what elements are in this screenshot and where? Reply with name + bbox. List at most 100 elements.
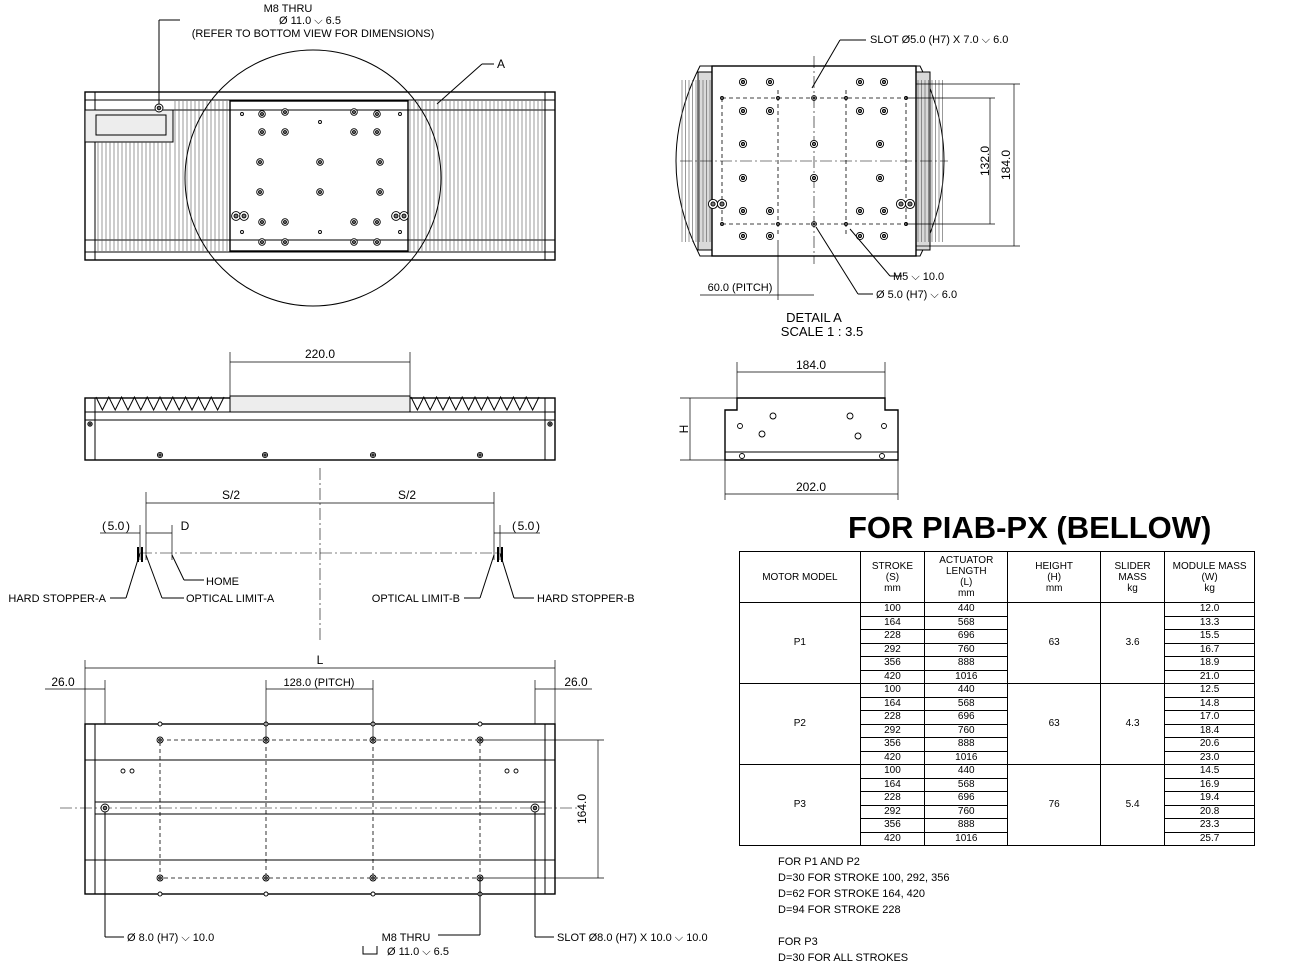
stroke-cell: 228 <box>859 629 926 644</box>
detail-a-marker: A <box>497 57 505 71</box>
module-mass-cell: 15.5 <box>1164 629 1255 644</box>
detail-a-dimensions: 132.0 184.0 SLOT Ø5.0 (H7) X 7.0 ⌵ 6.0 M… <box>700 34 1020 339</box>
module-mass-cell: 18.4 <box>1164 723 1255 738</box>
dim-164: 164.0 <box>575 794 589 824</box>
slider-mass-cell: 3.6 <box>1099 602 1166 684</box>
refer-bottom-label: (REFER TO BOTTOM VIEW FOR DIMENSIONS) <box>192 28 435 40</box>
module-mass-cell: 23.3 <box>1164 818 1255 833</box>
length-cell: 760 <box>924 642 1009 657</box>
s-half-left: S/2 <box>222 488 240 502</box>
optical-limit-a: OPTICAL LIMIT-A <box>186 593 275 605</box>
bottom-view-dimensions: L 26.0 26.0 128.0 (PITCH) 164.0 Ø 8.0 (H… <box>45 653 708 958</box>
m8-thru-label: M8 THRU <box>264 3 313 15</box>
detail-a-view <box>675 56 948 264</box>
module-mass-cell: 12.0 <box>1164 602 1255 617</box>
length-cell: 760 <box>924 804 1009 819</box>
table-header: MOTOR MODEL <box>739 551 861 603</box>
dim-184-vertical: 184.0 <box>999 150 1013 180</box>
dim-132: 132.0 <box>978 146 992 176</box>
module-mass-cell: 14.8 <box>1164 696 1255 711</box>
dim-5-right: 5.0 <box>518 519 535 533</box>
height-cell: 63 <box>1007 683 1101 765</box>
note-line: D=94 FOR STROKE 228 <box>778 904 901 916</box>
motor-model-cell: P3 <box>739 764 861 846</box>
stroke-cell: 356 <box>859 737 926 752</box>
detail-a-label: DETAIL A <box>786 310 842 325</box>
note-line: D=30 FOR STROKE 100, 292, 356 <box>778 872 950 884</box>
length-cell: 696 <box>924 629 1009 644</box>
stroke-cell: 356 <box>859 656 926 671</box>
note-line: FOR P3 <box>778 936 818 948</box>
svg-text:): ) <box>536 519 540 533</box>
dim-220: 220.0 <box>305 347 335 361</box>
dim-26-left: 26.0 <box>51 675 75 689</box>
module-mass-cell: 21.0 <box>1164 669 1255 684</box>
stroke-cell: 420 <box>859 669 926 684</box>
home-label: HOME <box>206 576 239 588</box>
bottom-pin-callout: Ø 8.0 (H7) ⌵ 10.0 <box>127 932 214 944</box>
length-cell: 888 <box>924 737 1009 752</box>
length-cell: 696 <box>924 710 1009 725</box>
module-mass-cell: 18.9 <box>1164 656 1255 671</box>
stroke-cell: 164 <box>859 615 926 630</box>
length-cell: 760 <box>924 723 1009 738</box>
length-cell: 888 <box>924 818 1009 833</box>
stroke-cell: 292 <box>859 804 926 819</box>
svg-text:(: ( <box>102 519 106 533</box>
end-dim-202: 202.0 <box>796 480 826 494</box>
pin-callout: Ø 5.0 (H7) ⌵ 6.0 <box>876 289 957 301</box>
svg-text:(: ( <box>512 519 516 533</box>
stroke-cell: 100 <box>859 683 926 698</box>
slider-holes <box>231 108 409 246</box>
stroke-diagram: S/2 S/2 5.0 ( ) D 5.0 ( ) HARD STOPPER-A… <box>8 468 635 640</box>
stroke-cell: 228 <box>859 791 926 806</box>
module-mass-cell: 20.6 <box>1164 737 1255 752</box>
slider-mass-cell: 5.4 <box>1099 764 1166 846</box>
module-mass-cell: 13.3 <box>1164 615 1255 630</box>
length-cell: 568 <box>924 696 1009 711</box>
bottom-m8-thru: M8 THRU <box>382 932 431 944</box>
length-cell: 440 <box>924 602 1009 617</box>
stroke-cell: 420 <box>859 750 926 765</box>
length-cell: 440 <box>924 764 1009 779</box>
module-mass-cell: 14.5 <box>1164 764 1255 779</box>
dim-26-right: 26.0 <box>564 675 588 689</box>
module-mass-cell: 17.0 <box>1164 710 1255 725</box>
note-line: D=30 FOR ALL STROKES <box>778 952 909 964</box>
length-cell: 1016 <box>924 750 1009 765</box>
module-mass-cell: 20.8 <box>1164 804 1255 819</box>
module-mass-cell: 16.9 <box>1164 777 1255 792</box>
detail-holes <box>707 77 916 241</box>
length-cell: 440 <box>924 683 1009 698</box>
slider-mass-cell: 4.3 <box>1099 683 1166 765</box>
hard-stopper-a: HARD STOPPER-A <box>8 593 106 605</box>
length-cell: 1016 <box>924 831 1009 846</box>
l-label: L <box>317 653 324 667</box>
module-mass-cell: 16.7 <box>1164 642 1255 657</box>
end-dim-184: 184.0 <box>796 358 826 372</box>
optical-limit-b: OPTICAL LIMIT-B <box>372 593 460 605</box>
m8-dia-label: Ø 11.0 ⌵ 6.5 <box>279 15 341 27</box>
bottom-m8-dia: Ø 11.0 ⌵ 6.5 <box>387 946 449 958</box>
table-header: MODULE MASS(W)kg <box>1164 551 1255 603</box>
motor-model-cell: P1 <box>739 602 861 684</box>
slot-callout: SLOT Ø5.0 (H7) X 7.0 ⌵ 6.0 <box>870 34 1008 46</box>
d-label: D <box>181 519 190 533</box>
detail-a-scale: SCALE 1 : 3.5 <box>781 324 863 339</box>
stroke-cell: 164 <box>859 696 926 711</box>
m5-callout: M5 ⌵ 10.0 <box>893 271 944 283</box>
